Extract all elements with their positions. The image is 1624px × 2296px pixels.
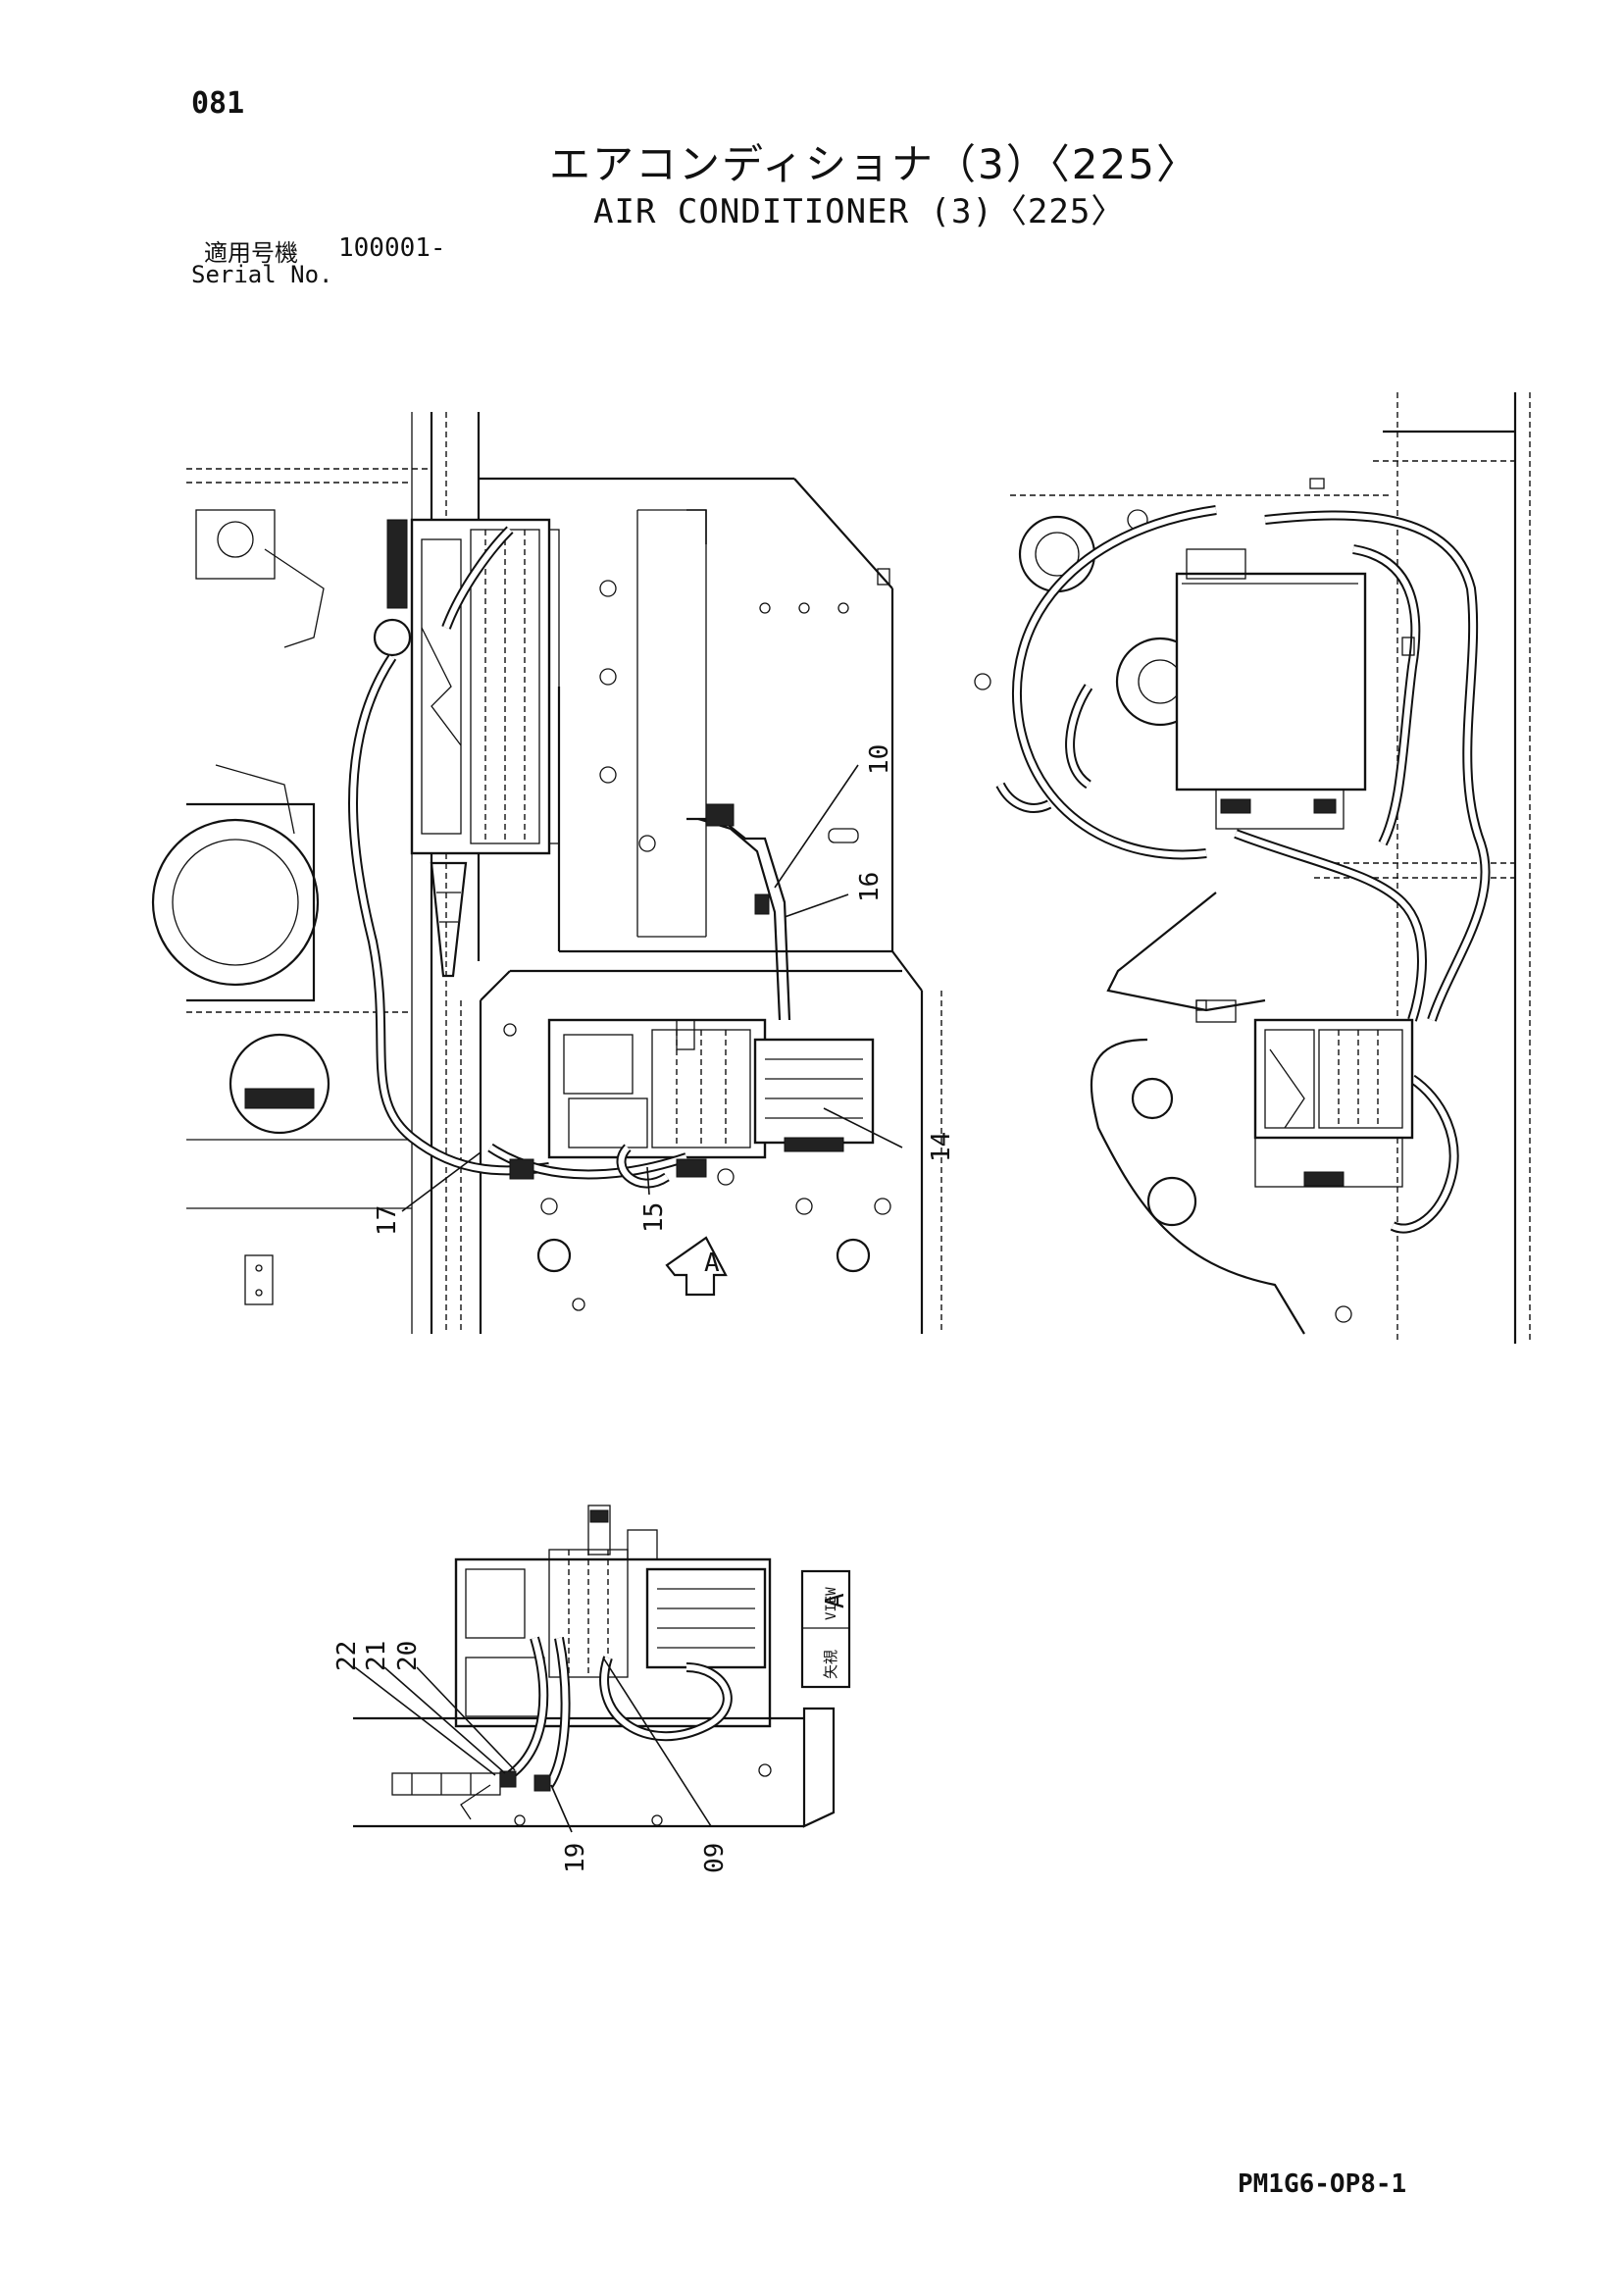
page-number: 081 bbox=[191, 86, 245, 121]
view-a-marker: A bbox=[704, 1249, 720, 1278]
view-label-english: VIEW bbox=[824, 1587, 839, 1620]
main-view-right bbox=[974, 392, 1531, 1344]
view-a-detail: 22 21 20 19 09 矢視 VIEW A bbox=[332, 1505, 851, 1873]
callout-15: 15 bbox=[639, 1202, 669, 1233]
serial-label-english: Serial No. bbox=[191, 261, 333, 288]
callout-10: 10 bbox=[865, 744, 894, 775]
callout-22: 22 bbox=[332, 1641, 362, 1671]
title-english: AIR CONDITIONER (3)〈225〉 bbox=[593, 192, 1126, 231]
callout-20: 20 bbox=[393, 1641, 423, 1671]
callout-14: 14 bbox=[927, 1132, 956, 1162]
serial-number-value: 100001- bbox=[338, 233, 446, 263]
callout-09: 09 bbox=[700, 1843, 730, 1873]
callout-17: 17 bbox=[373, 1205, 402, 1236]
main-view-left: A 10 16 14 17 15 bbox=[151, 412, 956, 1334]
view-label-letter: A bbox=[821, 1593, 850, 1608]
callout-21: 21 bbox=[362, 1641, 391, 1671]
title-japanese: エアコンディショナ（3）〈225〉 bbox=[549, 140, 1199, 188]
callout-16: 16 bbox=[855, 872, 885, 902]
callout-19: 19 bbox=[561, 1843, 590, 1873]
document-code: PM1G6-OP8-1 bbox=[1238, 2169, 1407, 2199]
view-label-japanese: 矢視 bbox=[822, 1650, 839, 1679]
serial-label-japanese: 適用号機 bbox=[204, 239, 298, 267]
